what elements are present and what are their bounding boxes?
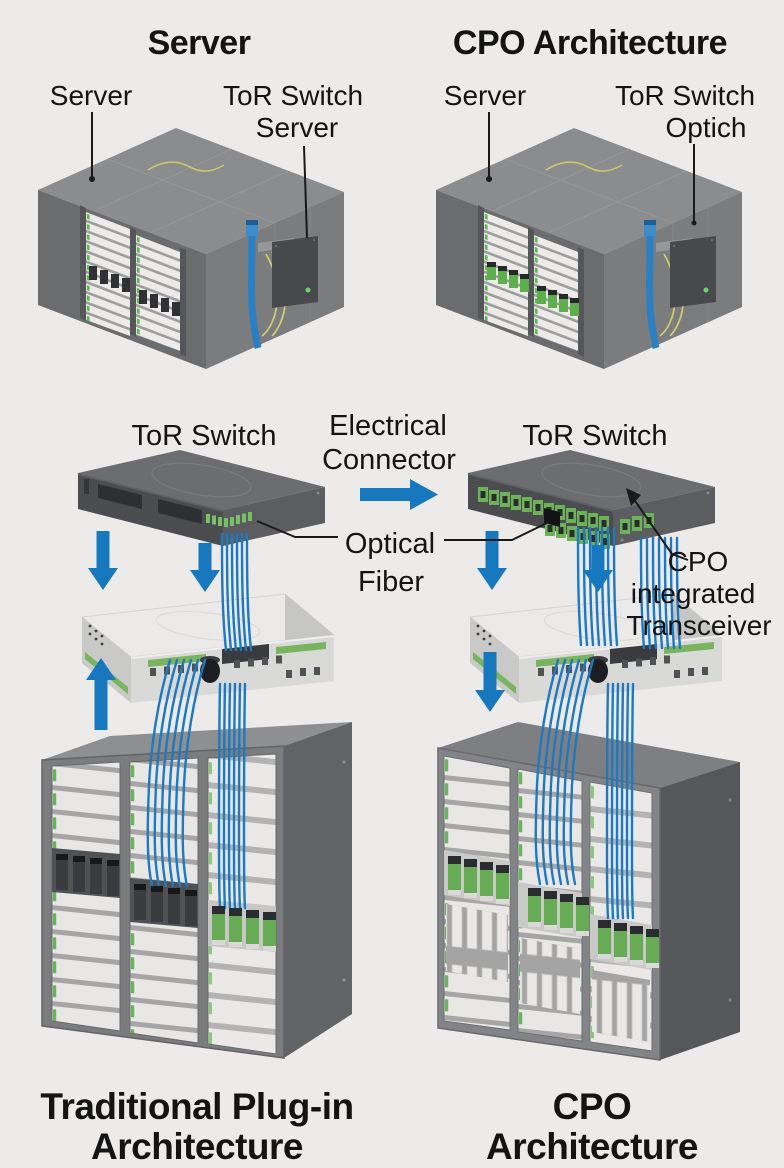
- label-mid-tor-left: ToR Switch: [131, 420, 277, 452]
- optical-fiber-leader-right: [444, 521, 550, 541]
- label-cpo-transceiver-2: integrated: [630, 578, 756, 609]
- round-connector: [200, 659, 220, 683]
- led: [703, 287, 709, 293]
- label-electrical-connector-2: Connector: [322, 444, 456, 476]
- vent-block: [222, 644, 269, 664]
- down-arrow-icon: [190, 543, 220, 592]
- yellow-cable-top: [545, 161, 623, 172]
- label-tor-switch-right: ToR Switch: [614, 80, 756, 111]
- caption-cpo-2: Architecture: [486, 1126, 698, 1167]
- right-diagram-title: CPO Architecture: [452, 24, 728, 62]
- label-mid-tor-right: ToR Switch: [522, 420, 668, 452]
- server-cluster-left-illustration: [38, 128, 344, 369]
- vent-grille: [158, 499, 202, 524]
- down-arrow-icon: [477, 531, 507, 590]
- blue-cable: [646, 235, 660, 349]
- yellow-cable-top: [147, 161, 225, 172]
- label-tor-switch-left: ToR Switch: [222, 80, 364, 111]
- led: [305, 287, 311, 293]
- label-tor-sub-left: Server: [255, 112, 339, 143]
- down-arrow-icon: [475, 652, 505, 712]
- left-diagram-title: Server: [147, 24, 251, 62]
- rack-bay: [51, 761, 121, 1032]
- server-cluster-right-illustration: [436, 128, 742, 369]
- cpo-transceiver-leader: [632, 497, 689, 561]
- middle-leader-lines: [256, 488, 689, 561]
- vertical-modules: [592, 970, 650, 1042]
- leader-arrowhead: [626, 488, 641, 506]
- right-arrow-icon: [360, 479, 438, 510]
- top-leader-lines: [89, 112, 697, 239]
- blue-cable: [248, 235, 262, 349]
- tor-switch-left-illustration: [77, 450, 325, 546]
- vertical-modules: [520, 938, 580, 1014]
- optical-ports: [206, 512, 252, 527]
- label-tor-sub-right: Optich: [665, 112, 747, 143]
- optical-fiber-leader-left: [256, 520, 338, 538]
- label-server-right: Server: [443, 80, 527, 111]
- green-transceiver-blocks: [487, 262, 579, 316]
- aggregation-switch-left-illustration: [80, 593, 336, 703]
- round-connector: [588, 659, 608, 683]
- tor-switch-box: [670, 236, 716, 308]
- label-server-left: Server: [49, 80, 133, 111]
- vertical-modules: [446, 904, 508, 982]
- connector-blocks: [89, 266, 180, 316]
- vent-block: [610, 644, 657, 664]
- tor-switch-box: [272, 236, 318, 308]
- down-arrow-icon: [88, 531, 118, 590]
- tor-switch-right-illustration: [467, 450, 715, 549]
- server-column: [136, 235, 180, 351]
- vent-grille: [98, 484, 142, 509]
- label-optical-fiber-1: Optical: [344, 528, 436, 560]
- caption-traditional-1: Traditional Plug-in: [40, 1086, 354, 1127]
- up-arrow-icon: [86, 658, 116, 730]
- label-cpo-transceiver-3: Transceiver: [626, 610, 772, 641]
- caption-cpo-1: CPO: [552, 1086, 632, 1127]
- down-arrow-icon: [583, 545, 613, 592]
- label-cpo-transceiver-1: CPO: [667, 546, 729, 577]
- server-rack-right-illustration: [437, 722, 740, 1061]
- label-electrical-connector-1: Electrical: [329, 410, 447, 442]
- caption-traditional-2: Architecture: [91, 1126, 303, 1167]
- label-optical-fiber-2: Fiber: [357, 566, 425, 598]
